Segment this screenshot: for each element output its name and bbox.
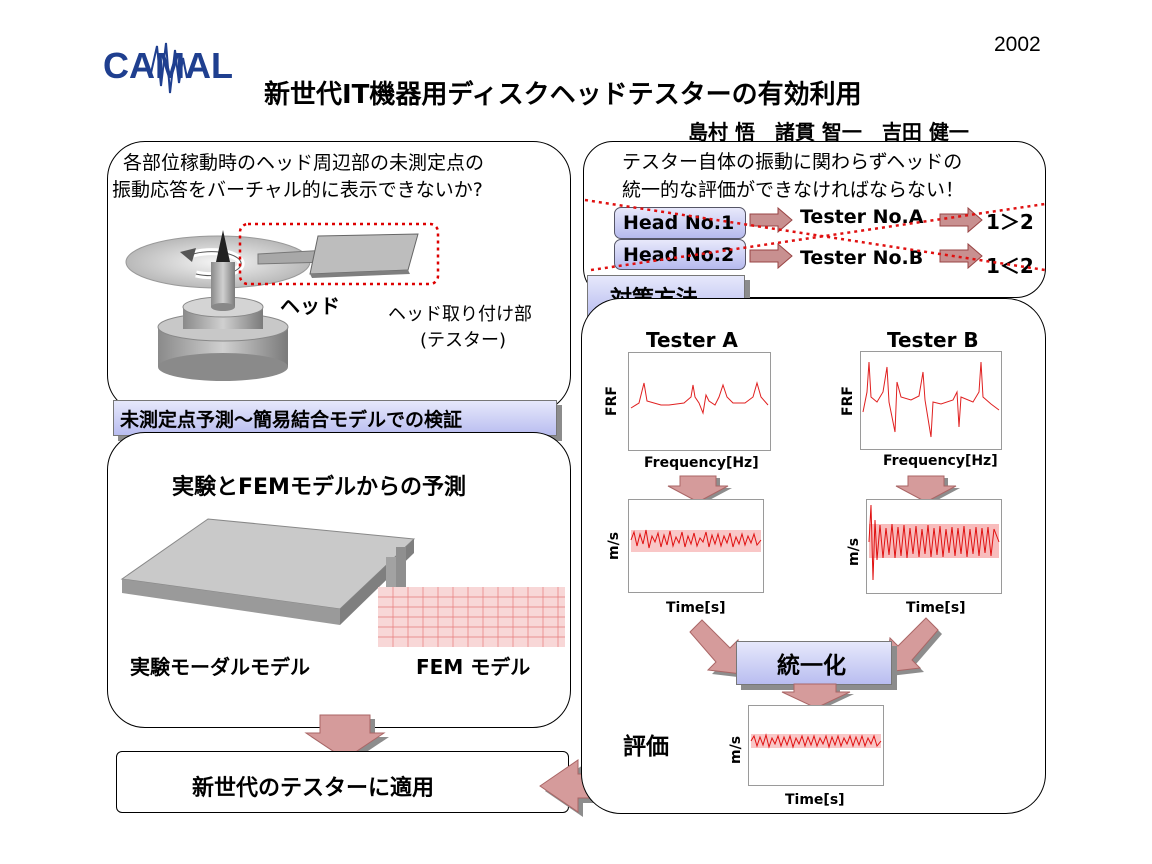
apply-box: [116, 751, 569, 813]
logo-icon: CAMAL: [103, 42, 233, 94]
tester-a-title: Tester A: [646, 328, 738, 352]
disk-head-illustration: [125, 222, 440, 381]
time-label-b: Time[s]: [906, 600, 966, 616]
panel-head-vibration: 各部位稼動時のヘッド周辺部の未測定点の 振動応答をバーチャル的に表示できないか?…: [107, 141, 571, 413]
freq-label-a: Frequency[Hz]: [644, 455, 759, 471]
arrow-down-a-icon: [667, 475, 732, 504]
frf-plot-a: [628, 352, 771, 451]
question-line-1: 各部位稼動時のヘッド周辺部の未測定点の: [123, 152, 485, 174]
question-line-2: 振動応答をバーチャル的に表示できないか?: [112, 179, 483, 201]
eval-label: 評価: [623, 734, 669, 760]
ms-label-eval: m/s: [728, 735, 744, 764]
time-label-a: Time[s]: [666, 600, 726, 616]
logo: CAMAL: [103, 38, 238, 98]
time-plot-a: [628, 499, 764, 593]
prediction-title: 実験とFEMモデルからの予測: [172, 475, 466, 500]
authors: 島村 悟 諸貫 智一 吉田 健一: [688, 120, 969, 144]
tag-unify: 統一化: [736, 641, 892, 685]
cross-out-lines: [584, 198, 1046, 272]
label-mount-1: ヘッド取り付け部: [388, 304, 532, 325]
tag-prediction-verification: 未測定点予測～簡易結合モデルでの検証: [113, 400, 557, 436]
apply-label: 新世代のテスターに適用: [192, 776, 435, 801]
frf-plot-b: [860, 351, 1002, 450]
ms-label-b: m/s: [846, 537, 862, 566]
arrow-down-unify-icon: [781, 683, 854, 710]
tester-a-label: Tester No.A: [800, 206, 924, 228]
arrow-down-b-icon: [895, 475, 960, 504]
frf-label-b: FRF: [840, 386, 856, 416]
time-plot-b: [866, 499, 1002, 594]
result-a: 1＞2: [986, 210, 1034, 234]
label-head: ヘッド: [280, 294, 340, 318]
tester-b-title: Tester B: [887, 328, 979, 352]
arrow-down-left-icon: [304, 714, 389, 763]
result-b: 1＜2: [986, 254, 1034, 278]
tester-b-label: Tester No.B: [800, 247, 924, 269]
ms-label-a: m/s: [606, 531, 622, 560]
head-1-box: Head No.1: [614, 207, 746, 239]
time-plot-eval: [748, 705, 884, 786]
year: 2002: [994, 33, 1041, 56]
modal-model-illustration: [120, 518, 565, 647]
label-experimental-model: 実験モーダルモデル: [130, 655, 310, 679]
panel-model-prediction: 実験とFEMモデルからの予測 実験モーダルモデル FEM モデル: [107, 432, 571, 728]
frf-label-a: FRF: [604, 386, 620, 416]
page-title: 新世代IT機器用ディスクヘッドテスターの有効利用: [264, 80, 862, 110]
statement-line-1: テスター自体の振動に関わらずヘッドの: [622, 151, 963, 173]
time-label-eval: Time[s]: [785, 792, 845, 808]
statement-line-2: 統一的な評価ができなければならない！: [622, 179, 965, 201]
label-mount-2: (テスター): [420, 330, 507, 351]
label-fem-model: FEM モデル: [416, 655, 531, 679]
head-2-box: Head No.2: [614, 239, 746, 270]
freq-label-b: Frequency[Hz]: [883, 453, 998, 469]
